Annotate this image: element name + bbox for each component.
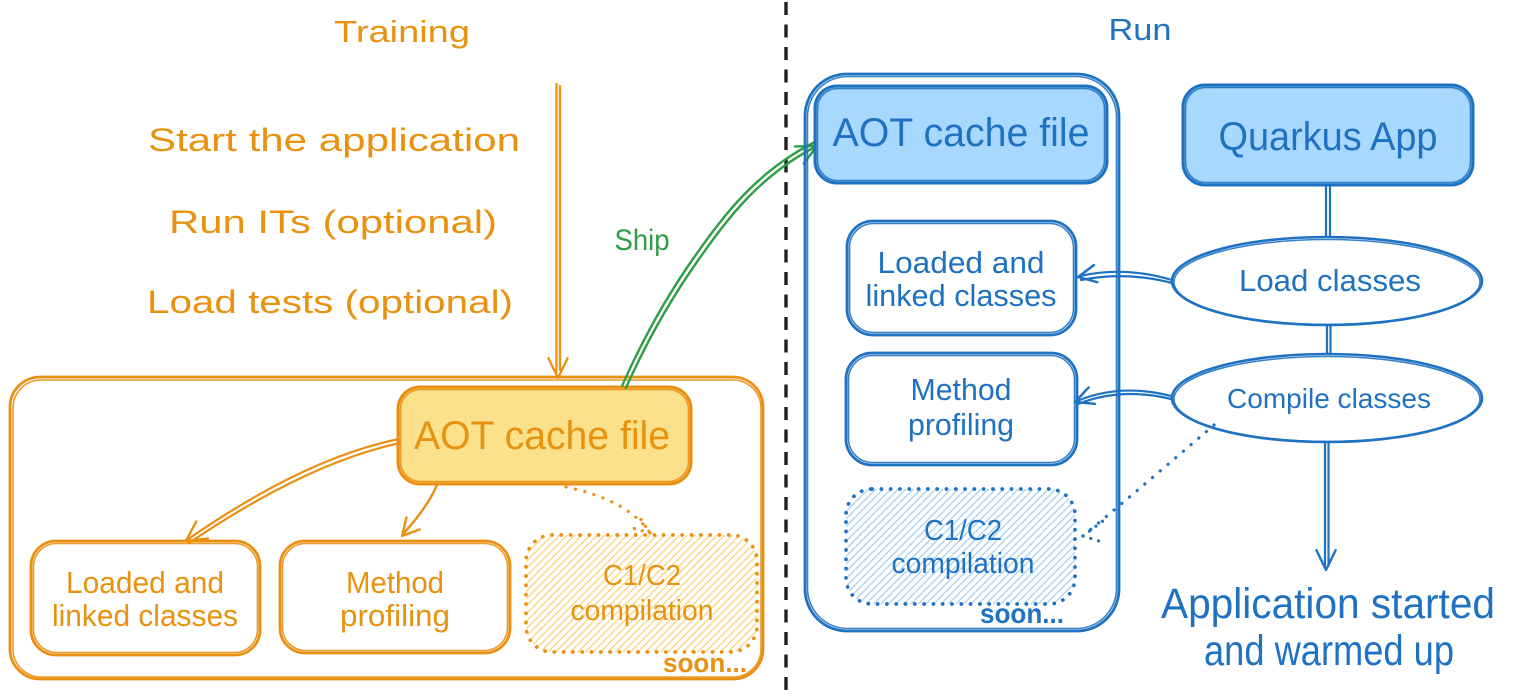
svg-text:Loaded and: Loaded and (66, 565, 224, 600)
svg-text:Start the application: Start the application (148, 122, 520, 158)
svg-text:soon...: soon... (980, 598, 1064, 629)
svg-text:Method: Method (346, 565, 444, 600)
svg-text:Load tests (optional): Load tests (optional) (147, 284, 513, 320)
svg-text:AOT cache file: AOT cache file (414, 414, 670, 458)
svg-text:Application started: Application started (1161, 580, 1495, 628)
svg-text:linked classes: linked classes (52, 598, 238, 633)
svg-text:linked classes: linked classes (866, 278, 1057, 313)
svg-text:Quarkus App: Quarkus App (1219, 115, 1438, 159)
svg-text:compilation: compilation (571, 595, 714, 627)
svg-text:profiling: profiling (908, 407, 1014, 442)
svg-text:AOT cache file: AOT cache file (833, 111, 1090, 155)
svg-text:Run ITs (optional): Run ITs (optional) (169, 204, 497, 240)
svg-text:Compile classes: Compile classes (1227, 383, 1431, 414)
svg-text:Training: Training (334, 14, 470, 49)
svg-text:profiling: profiling (340, 598, 450, 633)
svg-text:Loaded and: Loaded and (878, 245, 1045, 280)
svg-text:Run: Run (1109, 12, 1172, 47)
svg-text:soon...: soon... (663, 648, 747, 678)
svg-text:C1/C2: C1/C2 (924, 515, 1002, 547)
svg-text:Ship: Ship (615, 224, 670, 257)
svg-text:compilation: compilation (892, 548, 1035, 580)
svg-text:C1/C2: C1/C2 (603, 560, 681, 592)
svg-text:and warmed up: and warmed up (1204, 627, 1454, 675)
svg-text:Method: Method (911, 372, 1012, 407)
svg-text:Load classes: Load classes (1239, 263, 1421, 298)
